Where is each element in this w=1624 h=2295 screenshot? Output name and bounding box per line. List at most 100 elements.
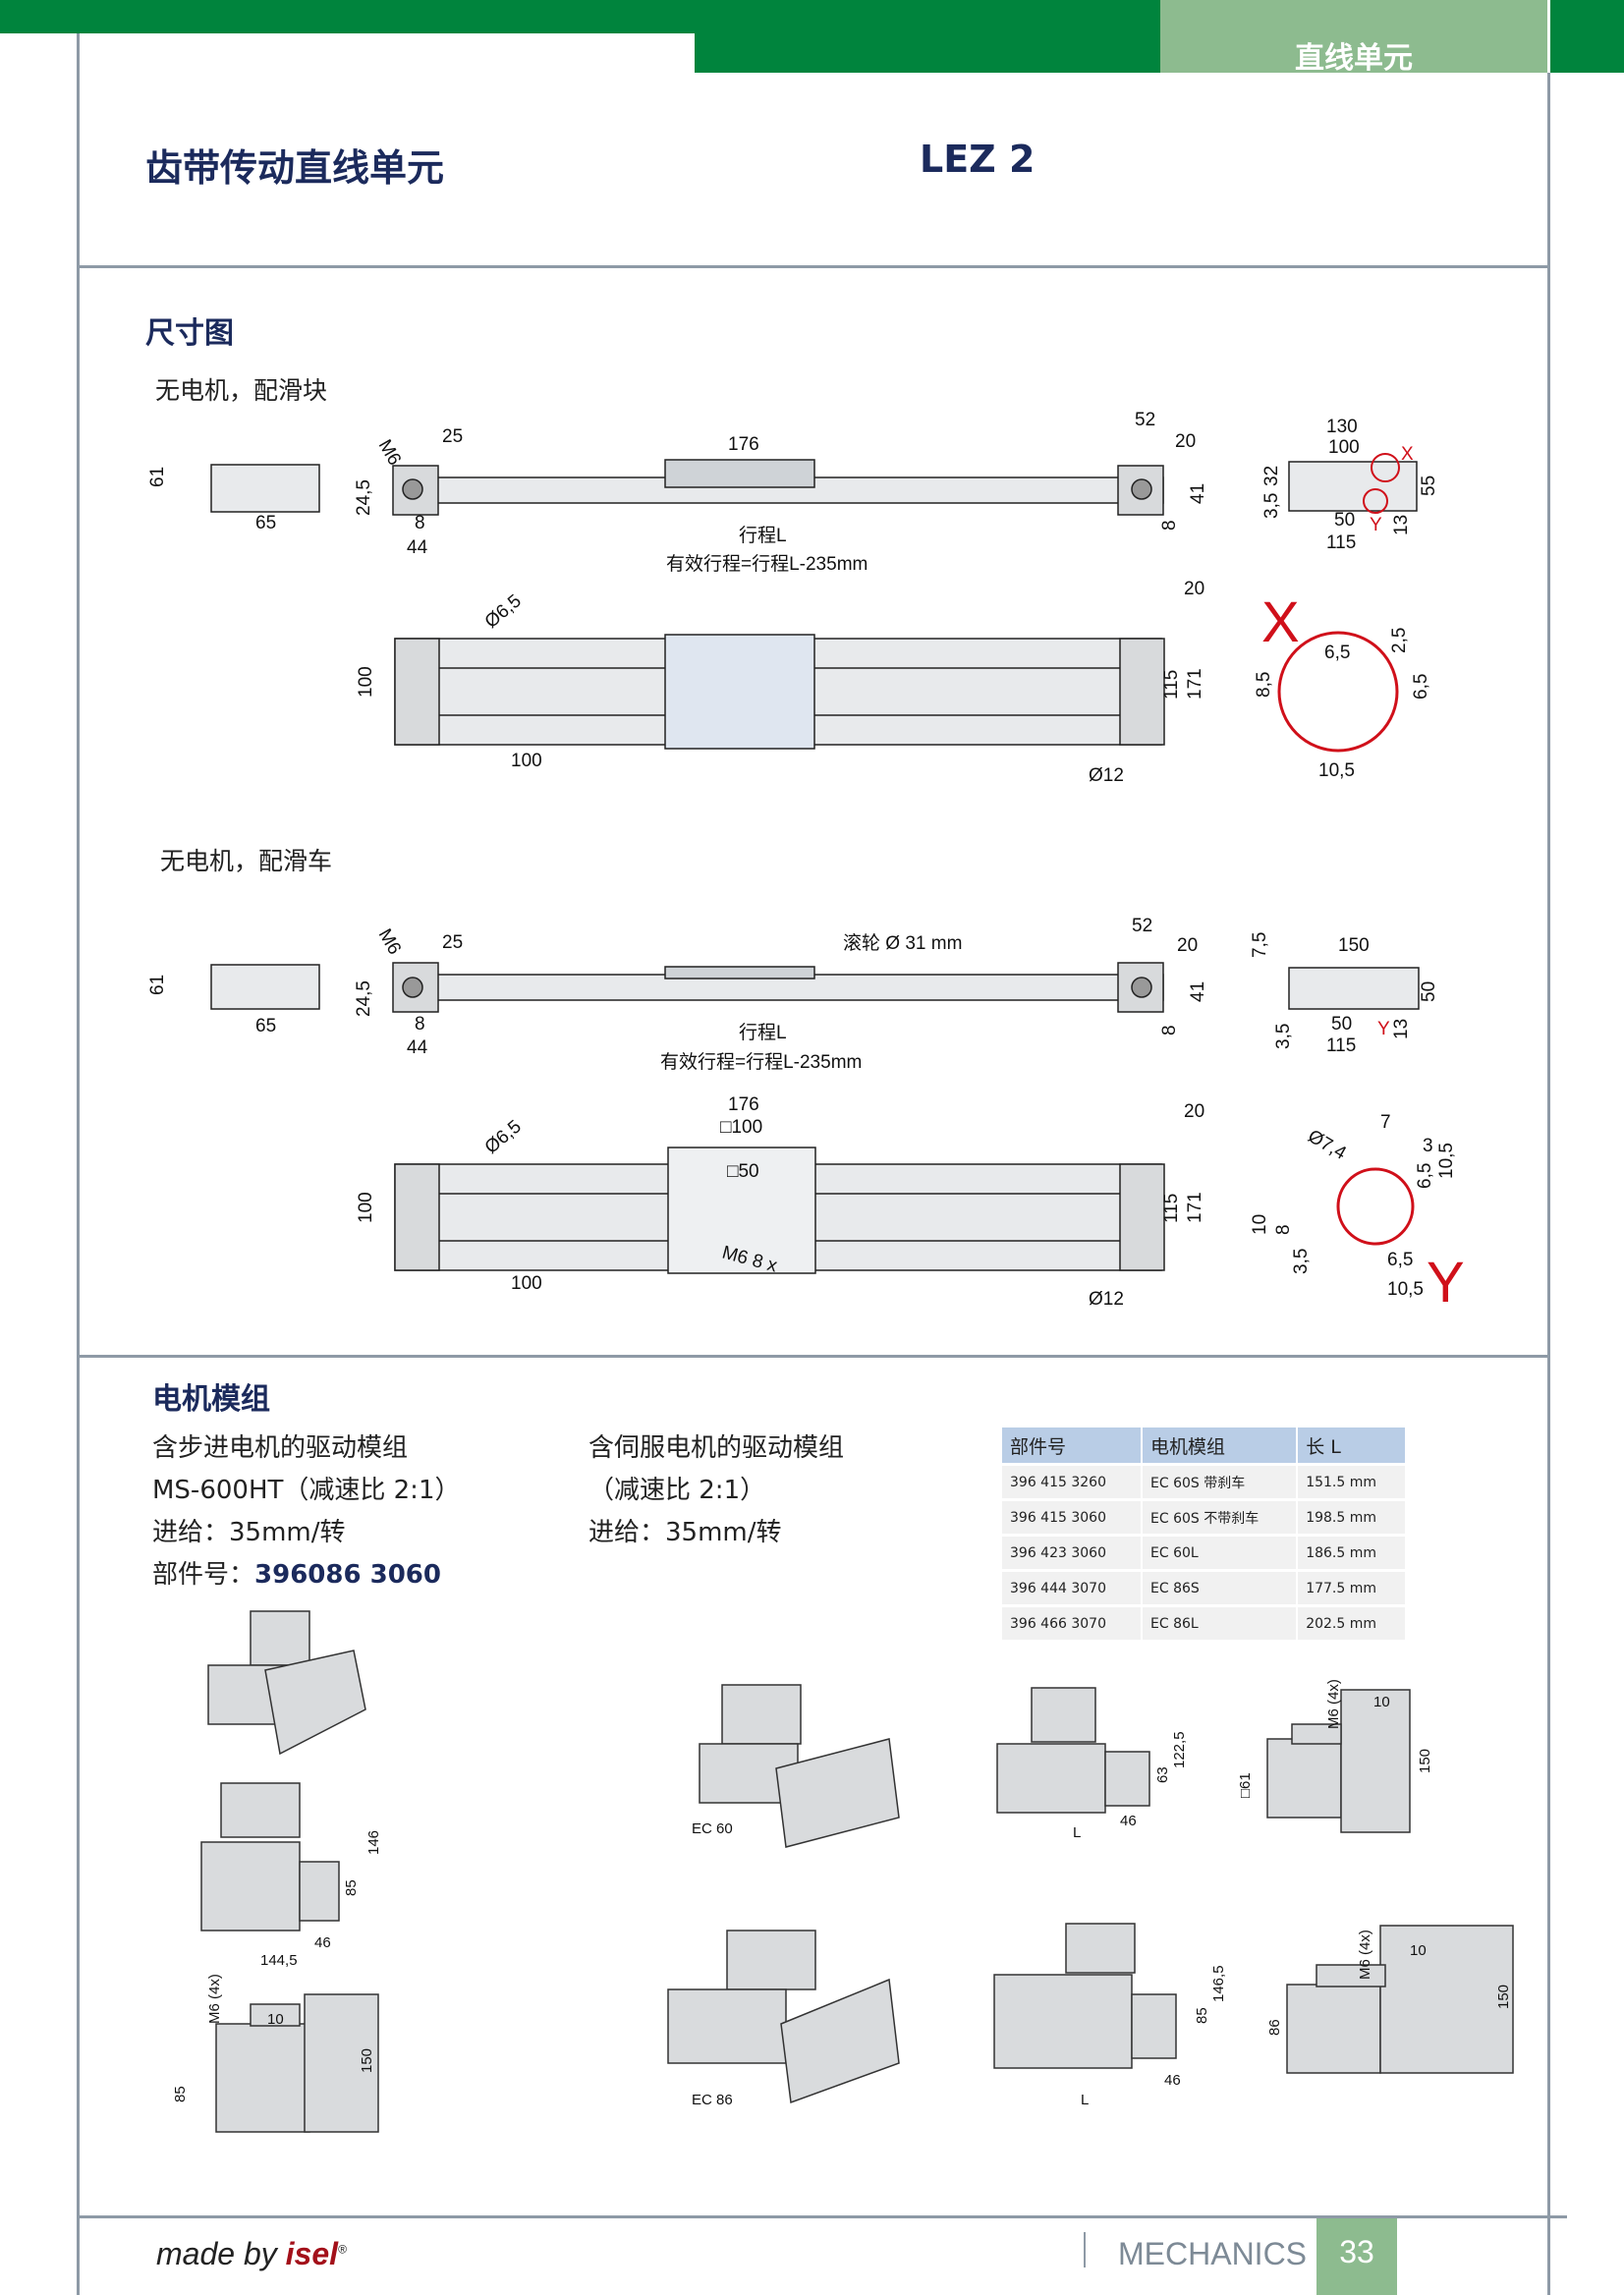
- dim: 2,5: [1389, 628, 1410, 653]
- dim: □50: [727, 1161, 759, 1182]
- dim: 10,5: [1318, 760, 1355, 781]
- stepper-part: 部件号：396086 3060: [152, 1554, 461, 1596]
- model-name: LEZ 2: [920, 138, 1036, 181]
- dimension-label: 146: [365, 1830, 382, 1855]
- dim: 65: [255, 513, 276, 533]
- dimension-label: 150: [1495, 1985, 1512, 2009]
- dimension-label: 85: [1194, 2007, 1210, 2024]
- dim: 176: [728, 434, 759, 455]
- dimension-label: 46: [1120, 1813, 1137, 1829]
- dim: 8,5: [1254, 672, 1274, 698]
- dim: 有效行程=行程L-235mm: [660, 1051, 862, 1073]
- dim: 52: [1132, 916, 1152, 936]
- dim: 6,5: [1324, 643, 1350, 663]
- ec60-iso-image: [699, 1684, 900, 1848]
- servo-line3: 进给：35mm/转: [588, 1518, 782, 1547]
- detail-x-circle: [1277, 631, 1399, 753]
- dim: 176: [728, 1094, 759, 1115]
- dimension-label: 144,5: [260, 1952, 298, 1969]
- dimension-label: EC 86L: [1143, 1607, 1299, 1640]
- dimension-label: 86: [1266, 2019, 1283, 2036]
- dim: Ø6,5: [481, 590, 526, 633]
- stepper-front-drawing: [200, 1782, 340, 1931]
- dimension-label: 85: [343, 1879, 360, 1896]
- left-border: [77, 33, 80, 2295]
- dim: 50: [1331, 1014, 1352, 1035]
- dimension-label: M6 (4x): [206, 1974, 223, 2024]
- dim: 行程L: [739, 525, 787, 546]
- dim: 20: [1184, 579, 1204, 599]
- dim: 13: [1391, 515, 1412, 535]
- dimension-label: 186.5 mm: [1298, 1537, 1407, 1569]
- dimension-label: isel: [285, 2236, 338, 2271]
- servo-line2: （减速比 2:1）: [588, 1476, 766, 1505]
- dimensions-heading: 尺寸图: [145, 316, 234, 351]
- dim: 100: [356, 1192, 376, 1223]
- made-by-isel-logo: made by isel®: [156, 2236, 347, 2272]
- dim: 100: [356, 666, 376, 698]
- ec60-front-drawing: [996, 1687, 1150, 1814]
- dim: 55: [1419, 476, 1439, 496]
- dim: 8: [1159, 520, 1180, 531]
- detail-x-label: X: [1261, 590, 1300, 654]
- dim: 61: [147, 975, 168, 995]
- variant2-caption: 无电机，配滑车: [160, 847, 333, 875]
- stepper-side-drawing: [215, 1993, 379, 2133]
- dim: 6,5: [1415, 1163, 1435, 1189]
- dimension-label: 396 415 3260: [1002, 1466, 1144, 1498]
- dim: 41: [1188, 483, 1208, 504]
- dim: 171: [1185, 1192, 1205, 1223]
- ec86-front-drawing: [993, 1923, 1177, 2069]
- end-view-1: [210, 464, 320, 513]
- dimension-label: EC 60S 带刹车: [1143, 1466, 1299, 1498]
- dim: 20: [1177, 935, 1198, 956]
- ec86-label: EC 86: [692, 2092, 733, 2108]
- dim: 32: [1261, 466, 1282, 486]
- dim: 24,5: [354, 980, 374, 1017]
- dimension-drawings: 61 65 M6 25 24,5 8 44 176 行程L 有效行程=行程L-2…: [147, 410, 1465, 1315]
- cross-section-1: [1288, 461, 1418, 512]
- dimension-label: 202.5 mm: [1298, 1607, 1407, 1640]
- dim: 115: [1326, 532, 1356, 553]
- dim: Y: [1370, 515, 1382, 535]
- variant1-caption: 无电机，配滑块: [155, 376, 328, 405]
- dim: 150: [1338, 935, 1370, 956]
- dim: 115: [1161, 1194, 1182, 1223]
- dimension-label: 46: [314, 1934, 331, 1951]
- dimension-label: M6 (4x): [1357, 1930, 1373, 1980]
- dimension-label: 198.5 mm: [1298, 1501, 1407, 1534]
- dim: 44: [407, 1037, 428, 1058]
- dimension-label: 122,5: [1171, 1731, 1188, 1768]
- stepper-info: 含步进电机的驱动模组 MS-600HT（减速比 2:1） 进给：35mm/转 部…: [152, 1427, 461, 1596]
- dim: 6,5: [1387, 1250, 1413, 1270]
- dim: 115: [1161, 670, 1182, 700]
- dimension-label: EC 60L: [1143, 1537, 1299, 1569]
- col-part: 部件号: [1002, 1427, 1144, 1463]
- section-tab-label: 直线单元: [1295, 41, 1413, 76]
- dim: 115: [1326, 1036, 1356, 1056]
- dim: Ø12: [1089, 765, 1124, 786]
- divider: [79, 265, 1547, 268]
- detail-y-circle: [1336, 1167, 1415, 1246]
- header-bar-left: [0, 0, 695, 33]
- stepper-line2: MS-600HT（减速比 2:1）: [152, 1476, 461, 1505]
- dim: 171: [1185, 668, 1205, 700]
- dim: 41: [1188, 981, 1208, 1002]
- section-tab[interactable]: 直线单元: [1160, 0, 1547, 76]
- dimension-label: 150: [359, 2048, 375, 2073]
- table-header: 部件号 电机模组 长 L: [1002, 1427, 1407, 1463]
- dimension-label: 46: [1164, 2072, 1181, 2089]
- footer-section: MECHANICS: [1118, 2236, 1308, 2271]
- dimension-label: 177.5 mm: [1298, 1572, 1407, 1604]
- footer-divider: [79, 2215, 1567, 2218]
- stepper-line1: 含步进电机的驱动模组: [152, 1433, 409, 1463]
- detail-y-label: Y: [1427, 1251, 1465, 1315]
- col-length: 长 L: [1298, 1427, 1407, 1463]
- dim: 10: [1250, 1214, 1270, 1235]
- dim: 65: [255, 1016, 276, 1036]
- dim: 8: [415, 513, 425, 533]
